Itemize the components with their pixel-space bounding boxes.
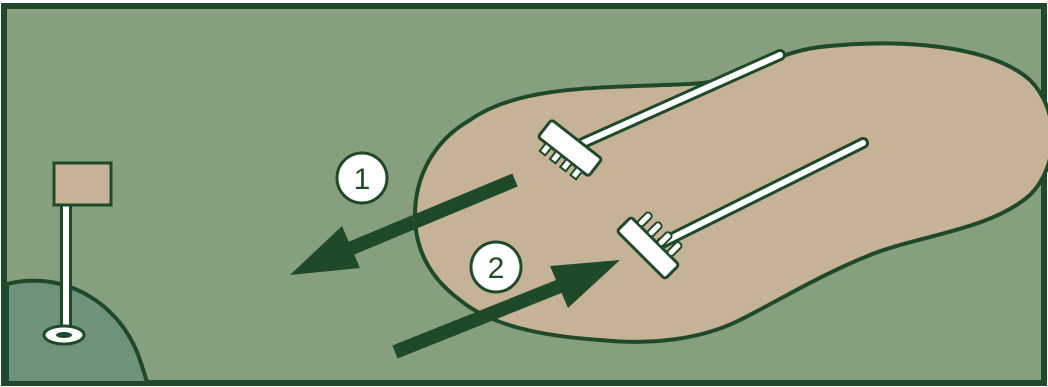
- arrow-icon: [290, 173, 518, 275]
- step-one-marker: 1: [335, 151, 389, 205]
- step-two-label: 2: [488, 252, 505, 285]
- arrow-icon: [392, 260, 620, 359]
- step-two-marker: 2: [469, 240, 523, 294]
- rake-icon: [616, 137, 869, 280]
- hole-cup: [56, 332, 72, 338]
- step-one-label: 1: [354, 163, 371, 196]
- rake-icon: [537, 49, 786, 181]
- flag-icon: [52, 161, 113, 335]
